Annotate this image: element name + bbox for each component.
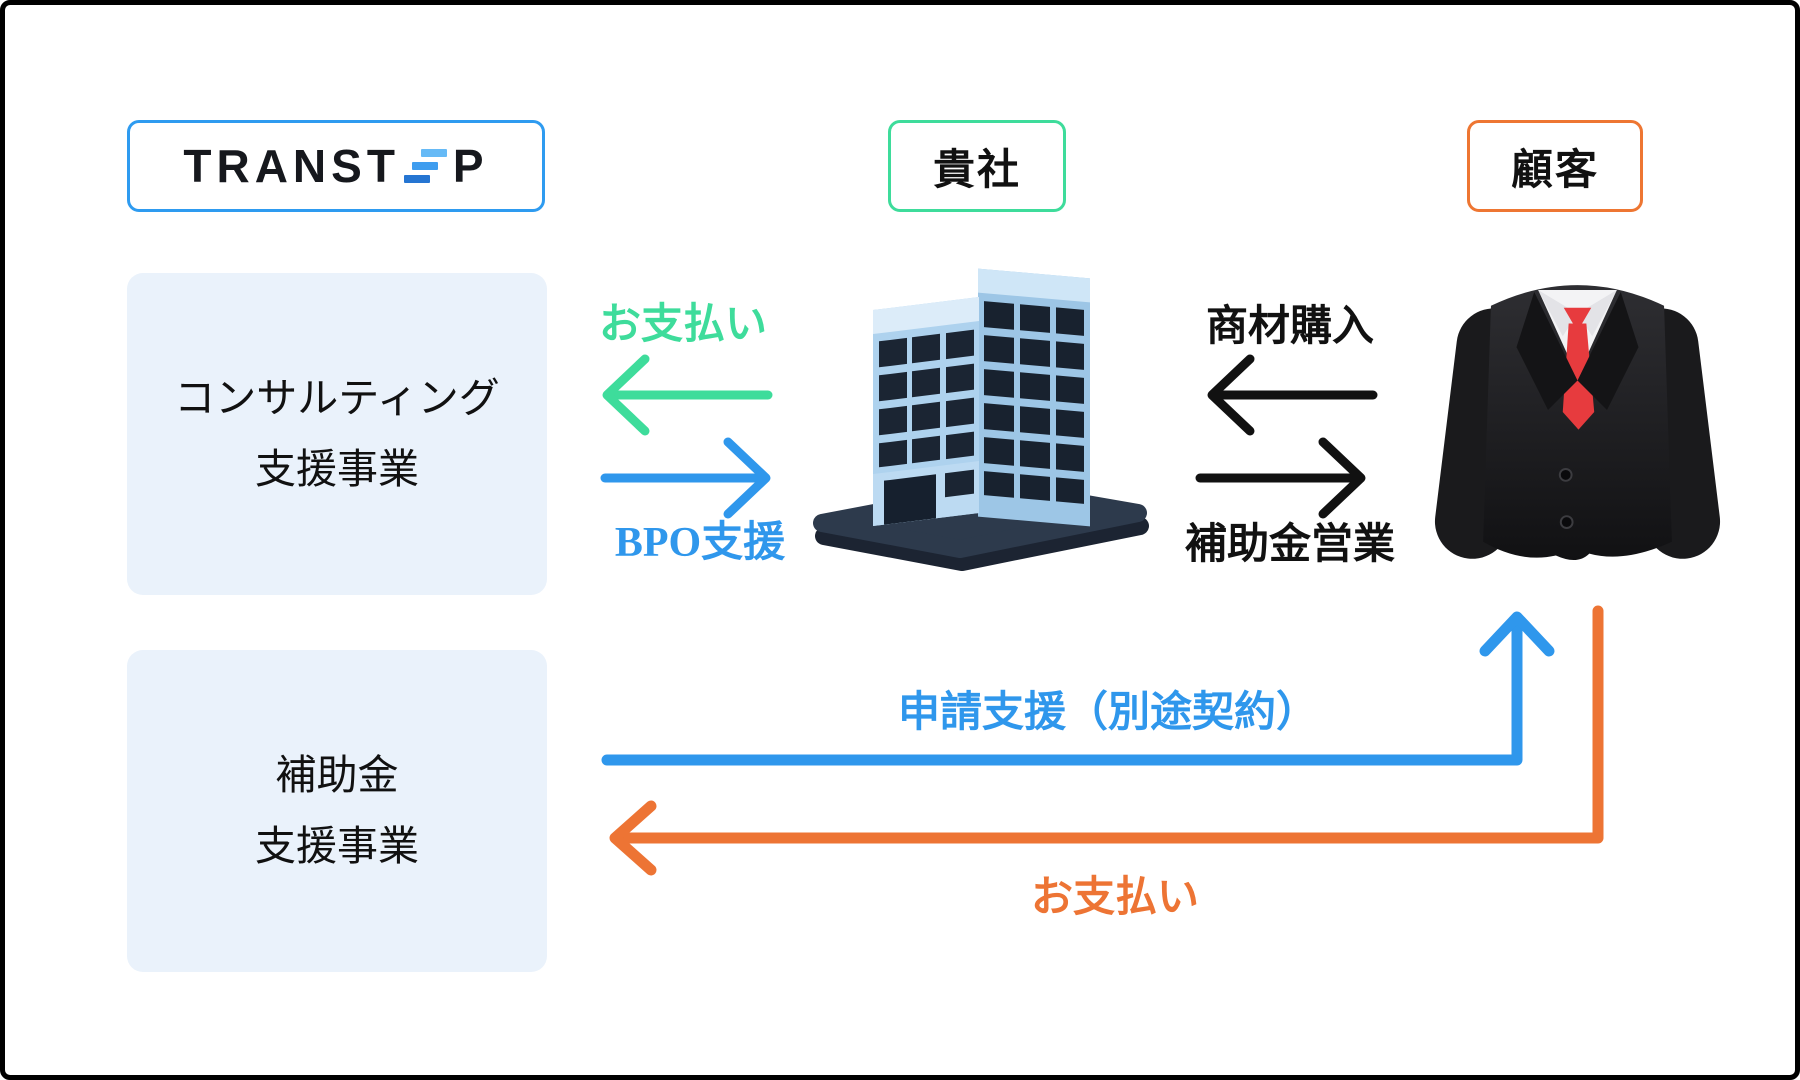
customer-box: 顧客: [1467, 120, 1643, 212]
subsidy-line-1: 補助金: [275, 752, 399, 798]
application-support-arrow: [601, 611, 1555, 766]
step-e-icon: [403, 149, 447, 183]
transtep-logo-box: TRANST P: [127, 120, 545, 212]
bpo-support-arrow: [600, 437, 771, 519]
business-suit-3d-icon: [1434, 285, 1721, 561]
subsidy-sales-arrow: [1195, 437, 1366, 519]
subsidy-line-2: 支援事業: [255, 823, 419, 869]
logo-text-suffix: P: [452, 140, 489, 192]
office-building-3d-icon: [813, 268, 1149, 571]
transtep-logo: TRANST P: [183, 139, 488, 193]
application-support-label: 申請支援（別途契約）: [897, 690, 1319, 736]
subsidy-unit-box: 補助金 支援事業: [127, 650, 547, 972]
your-company-box: 貴社: [888, 120, 1066, 212]
flow-arrows: [600, 354, 1604, 876]
subsidy-payment-arrow: [609, 605, 1604, 876]
logo-text-prefix: TRANST: [183, 140, 400, 192]
consulting-line-1: コンサルティング: [174, 375, 500, 421]
product-purchase-label: 商材購入: [1205, 304, 1375, 350]
consulting-payment-label: お支払い: [598, 302, 768, 348]
bpo-support-label: BPO支援: [614, 520, 786, 566]
your-company-label: 貴社: [932, 147, 1021, 194]
customer-label: 顧客: [1510, 147, 1599, 194]
consulting-payment-arrow: [602, 354, 773, 436]
subsidy-sales-label: 補助金営業: [1184, 522, 1396, 568]
product-purchase-arrow: [1207, 354, 1378, 436]
consulting-unit-box: コンサルティング 支援事業: [127, 273, 547, 595]
subsidy-payment-label: お支払い: [1030, 875, 1200, 921]
consulting-line-2: 支援事業: [255, 446, 419, 492]
